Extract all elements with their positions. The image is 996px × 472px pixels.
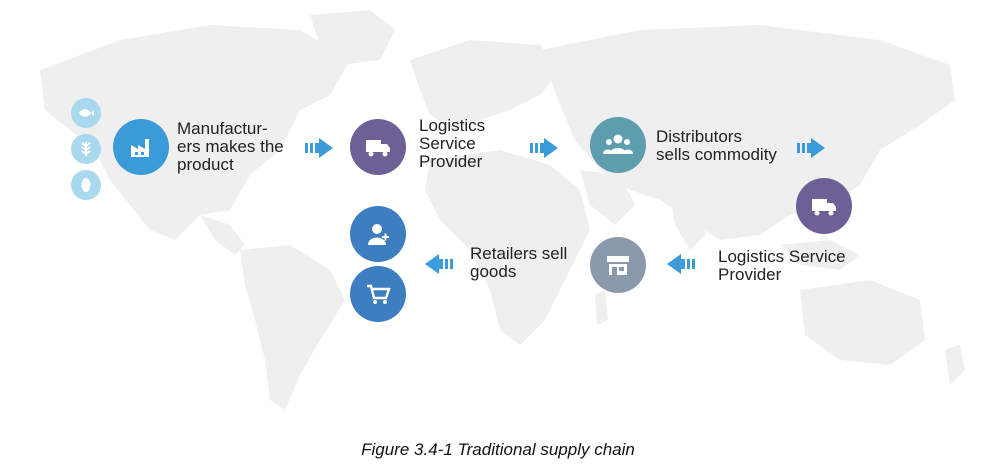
distributors-label: Distributors sells commodity — [656, 127, 777, 164]
factory-icon — [113, 119, 169, 175]
people-icon — [590, 117, 646, 173]
logistics-provider-label: Logistics Service Provider — [419, 116, 486, 171]
store-icon — [590, 237, 646, 293]
flow-arrow-left-icon — [667, 254, 695, 274]
flow-arrow-left-icon — [425, 254, 453, 274]
wheat-icon — [71, 134, 101, 164]
world-map-background — [40, 10, 965, 410]
shopping-cart-icon — [350, 266, 406, 322]
flow-arrow-right-icon — [530, 138, 558, 158]
grain-icon — [71, 170, 101, 200]
manufacturer-label: Manufactur- ers makes the product — [177, 119, 284, 174]
figure-caption: Figure 3.4-1 Traditional supply chain — [361, 440, 635, 459]
truck-icon — [796, 178, 852, 234]
truck-icon — [350, 119, 406, 175]
retailers-label: Retailers sell goods — [470, 244, 568, 281]
fish-icon — [71, 98, 101, 128]
logistics-provider-label: Logistics Service Provider — [718, 247, 846, 284]
flow-arrow-right-icon — [305, 138, 333, 158]
consumer-icon — [350, 206, 406, 262]
flow-arrow-right-icon — [797, 138, 825, 158]
